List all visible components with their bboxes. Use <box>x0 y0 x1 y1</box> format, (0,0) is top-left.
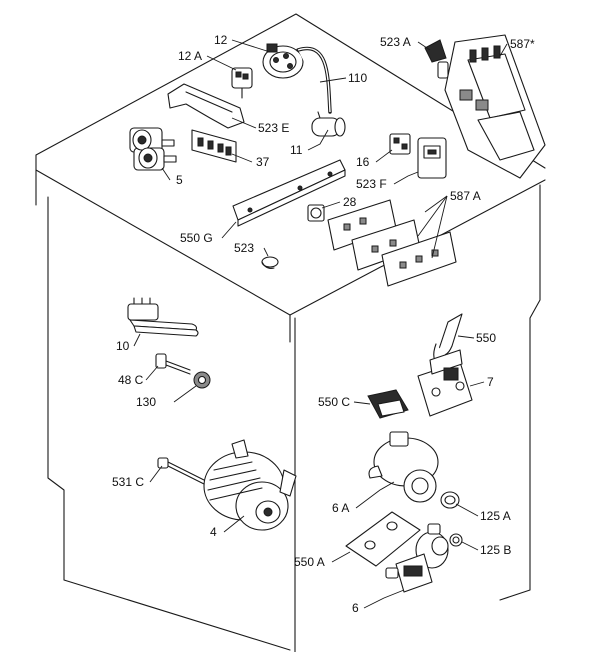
callout-523e: 523 E <box>258 121 289 135</box>
support-550g <box>232 159 346 227</box>
callout-125a: 125 A <box>480 509 511 523</box>
callout-6a: 6 A <box>332 501 349 515</box>
part-523a <box>424 39 449 79</box>
callout-531c: 531 C <box>112 475 144 489</box>
callout-550a: 550 A <box>294 555 325 569</box>
part-523f <box>417 137 447 179</box>
callout-28: 28 <box>343 195 357 209</box>
clip-523 <box>261 256 279 269</box>
callout-48c: 48 C <box>118 373 144 387</box>
part-550c <box>367 389 409 419</box>
control-module-587 <box>444 34 546 179</box>
callout-6: 6 <box>352 601 359 615</box>
leader-lines <box>133 39 508 609</box>
motor-4 <box>203 439 297 531</box>
callout-4: 4 <box>210 525 217 539</box>
screw-48c <box>155 353 191 375</box>
seal-125b <box>449 533 463 547</box>
callout-5: 5 <box>176 173 183 187</box>
callout-523f: 523 F <box>356 177 387 191</box>
callout-125b: 125 B <box>480 543 511 557</box>
pressure-switch-12a <box>231 67 253 99</box>
callout-587a: 587 A <box>450 189 481 203</box>
callout-11: 11 <box>290 143 303 157</box>
connector-37 <box>191 129 237 163</box>
capacitor-11 <box>311 111 346 137</box>
bolt-531c <box>157 457 205 485</box>
callout-7: 7 <box>487 375 494 389</box>
seal-125a <box>440 491 460 509</box>
nut-130 <box>193 371 211 389</box>
hose-110 <box>296 46 332 114</box>
callout-130: 130 <box>136 395 156 409</box>
callout-12: 12 <box>214 33 228 47</box>
part-28 <box>307 204 325 222</box>
callout-37: 37 <box>256 155 270 169</box>
callout-12a: 12 A <box>178 49 202 63</box>
pressure-switch-12 <box>262 43 304 79</box>
callout-523: 523 <box>234 241 254 255</box>
circuit-boards-587a <box>327 199 457 287</box>
pump-6a <box>368 431 439 503</box>
bracket-523e <box>167 83 245 129</box>
callout-16: 16 <box>356 155 370 169</box>
door-lock-7 <box>417 349 473 417</box>
heater-10 <box>127 297 199 337</box>
valve-5 <box>129 127 177 171</box>
callout-587-star: 587* <box>510 37 535 51</box>
callout-labels: 12 12 A 110 523 A 587* 523 E 11 37 5 16 … <box>112 33 535 615</box>
callout-550c: 550 C <box>318 395 350 409</box>
callout-550: 550 <box>476 331 496 345</box>
callout-523a: 523 A <box>380 35 411 49</box>
part-16 <box>389 133 411 155</box>
pump-6 <box>385 523 449 593</box>
callout-10: 10 <box>116 339 130 353</box>
part-550a <box>345 511 421 567</box>
callout-550g: 550 G <box>180 231 213 245</box>
callout-110: 110 <box>348 71 367 85</box>
